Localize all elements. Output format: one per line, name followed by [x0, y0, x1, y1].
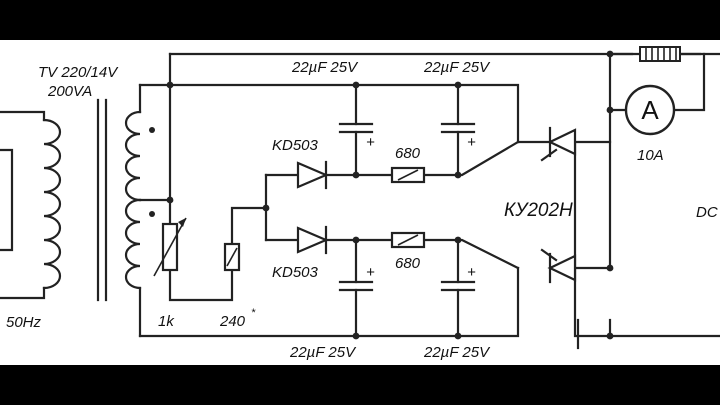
resistor-240-label: 240 — [219, 313, 246, 330]
resistor-label-upper: 680 — [395, 145, 421, 162]
cap-label-top-right: 22µF 25V — [423, 59, 491, 76]
potentiometer-label: 1k — [158, 313, 175, 330]
capacitor-bottom-left — [338, 238, 374, 338]
ammeter-rating: 10A — [637, 147, 664, 164]
cap-label-bottom-left: 22µF 25V — [289, 344, 357, 361]
potentiometer-1k — [153, 217, 187, 277]
polarity-dot — [149, 127, 155, 133]
diode-upper — [296, 160, 329, 190]
shunt-resistor — [639, 46, 681, 62]
ammeter-symbol: A — [641, 95, 659, 125]
diode-label-lower: KD503 — [272, 264, 319, 281]
capacitor-bottom-right — [440, 238, 476, 338]
polarity-dot — [149, 211, 155, 217]
ammeter-icon — [624, 84, 676, 136]
transformer-primary-winding — [0, 110, 62, 300]
cap-label-top-left: 22µF 25V — [291, 59, 359, 76]
capacitor-top-left — [338, 83, 374, 177]
diode-label-upper: KD503 — [272, 137, 319, 154]
transformer-label-line1: TV 220/14V — [38, 64, 119, 81]
cap-label-bottom-right: 22µF 25V — [423, 344, 491, 361]
output-label: DC — [696, 204, 718, 221]
thyristor-lower — [540, 248, 577, 284]
diode-lower — [296, 225, 329, 255]
cap-plus-bottom-left: + — [366, 264, 375, 281]
transformer-label-line2: 200VA — [47, 83, 92, 100]
thyristor-label: КУ202Н — [504, 200, 573, 221]
cap-plus-bottom-right: + — [467, 264, 476, 281]
frequency-label: 50Hz — [6, 314, 42, 331]
diagram-background — [0, 40, 720, 365]
junction-dots — [166, 50, 614, 340]
resistor-240-mark: * — [251, 307, 256, 319]
cap-plus-top-right: + — [467, 134, 476, 151]
transformer-core — [96, 98, 108, 302]
transformer-secondary-winding — [124, 83, 155, 338]
resistor-label-lower: 680 — [395, 255, 421, 272]
cap-plus-top-left: + — [366, 134, 375, 151]
thyristor-upper — [540, 126, 577, 162]
capacitor-top-right — [440, 83, 476, 177]
